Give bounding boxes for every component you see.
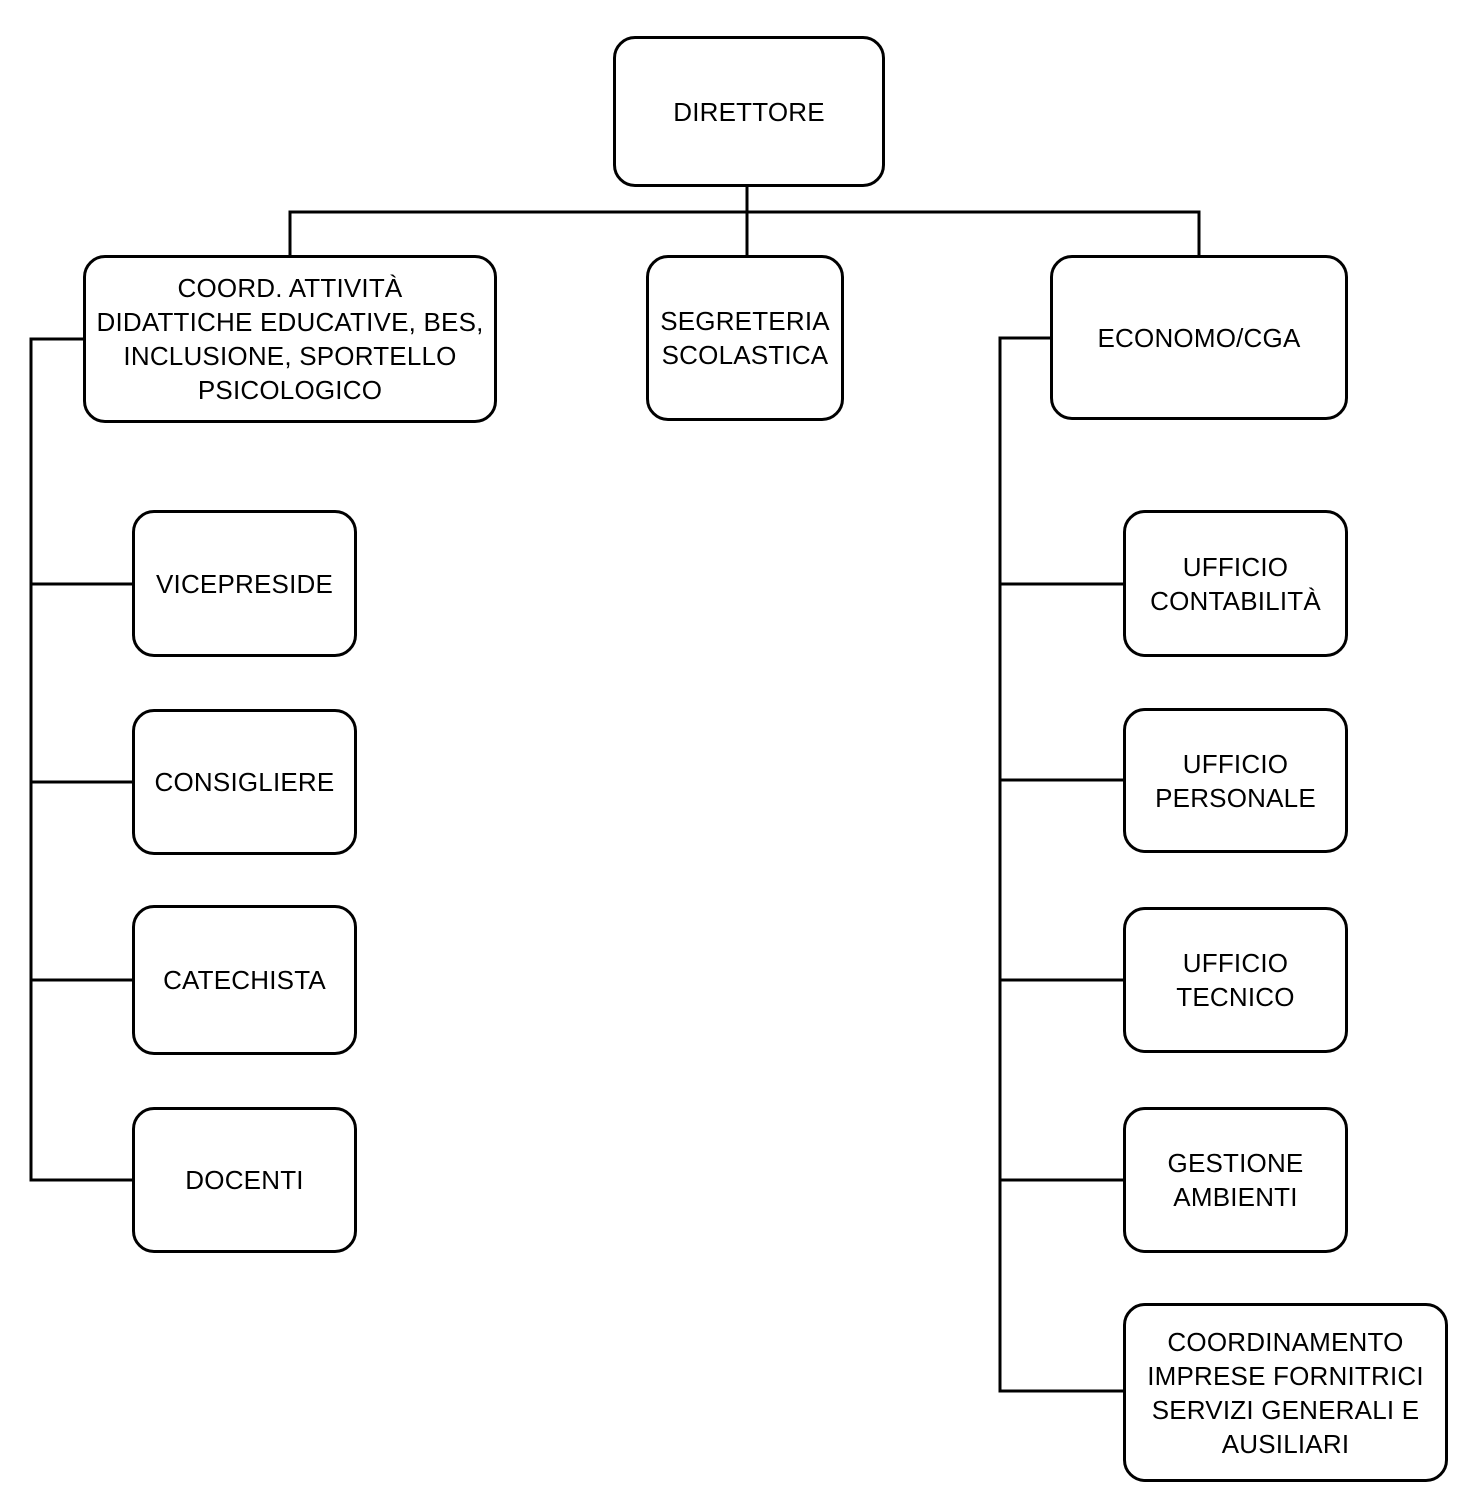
node-docenti: DOCENTI: [132, 1107, 357, 1253]
node-ufficio-personale: UFFICIO PERSONALE: [1123, 708, 1348, 853]
node-gestione-ambienti-label: GESTIONE AMBIENTI: [1167, 1148, 1304, 1212]
node-consigliere: CONSIGLIERE: [132, 709, 357, 855]
node-direttore-label: DIRETTORE: [673, 96, 825, 127]
node-gestione-ambienti: GESTIONE AMBIENTI: [1123, 1107, 1348, 1253]
node-ufficio-tecnico-label: UFFICIO TECNICO: [1176, 948, 1295, 1012]
node-coordinamento-imprese-label: COORDINAMENTO IMPRESE FORNITRICI SERVIZI…: [1147, 1326, 1424, 1459]
node-ufficio-contabilita-label: UFFICIO CONTABILITÀ: [1150, 551, 1321, 616]
node-economo-cga-label: ECONOMO/CGA: [1097, 322, 1301, 353]
node-ufficio-tecnico: UFFICIO TECNICO: [1123, 907, 1348, 1053]
node-vicepreside-label: VICEPRESIDE: [155, 568, 334, 599]
node-direttore: DIRETTORE: [613, 36, 885, 187]
node-catechista-label: CATECHISTA: [163, 965, 326, 995]
connector-path: [29, 185, 1201, 1393]
node-economo-cga: ECONOMO/CGA: [1050, 255, 1348, 420]
node-consigliere-label: CONSIGLIERE: [154, 767, 335, 797]
node-coord-attivita-didattiche-label: COORD. ATTIVITÀ DIDATTICHE EDUCATIVE, BE…: [96, 273, 484, 405]
node-coordinamento-imprese: COORDINAMENTO IMPRESE FORNITRICI SERVIZI…: [1123, 1303, 1448, 1482]
node-vicepreside: VICEPRESIDE: [132, 510, 357, 657]
node-catechista: CATECHISTA: [132, 905, 357, 1055]
node-coord-attivita-didattiche: COORD. ATTIVITÀ DIDATTICHE EDUCATIVE, BE…: [83, 255, 497, 423]
node-ufficio-personale-label: UFFICIO PERSONALE: [1155, 748, 1316, 813]
node-segreteria-scolastica: SEGRETERIA SCOLASTICA: [646, 255, 844, 421]
node-docenti-label: DOCENTI: [185, 1165, 304, 1195]
node-segreteria-scolastica-label: SEGRETERIA SCOLASTICA: [660, 306, 830, 370]
node-ufficio-contabilita: UFFICIO CONTABILITÀ: [1123, 510, 1348, 657]
